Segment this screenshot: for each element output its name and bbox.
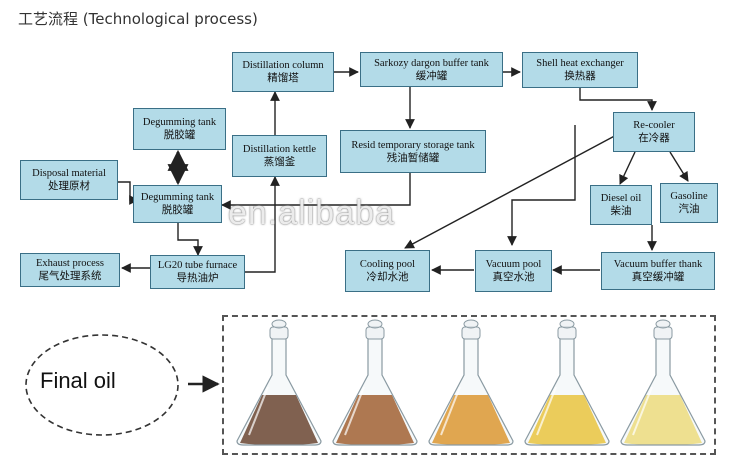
box-label-zh: 精馏塔	[267, 72, 299, 84]
final-oil-samples-box	[222, 315, 716, 455]
flask-4	[524, 319, 610, 446]
arrow-shell-to-recooler	[579, 88, 657, 111]
box-label-en: Diesel oil	[600, 193, 642, 204]
flask-1	[236, 319, 322, 446]
box-label-en: Gasoline	[670, 191, 708, 202]
box-distillation-column: Distillation column 精馏塔	[232, 52, 334, 92]
box-label-en: Degumming tank	[140, 192, 215, 203]
box-sarkozy-buffer-tank: Sarkozy dargon buffer tank 缓冲罐	[360, 52, 503, 87]
box-label-zh: 缓冲罐	[415, 69, 448, 82]
box-label-zh: 换热器	[564, 70, 596, 82]
box-gasoline: Gasoline 汽油	[660, 183, 718, 223]
box-label-en: Cooling pool	[359, 259, 416, 270]
box-vacuum-pool: Vacuum pool 真空水池	[475, 250, 552, 292]
box-label-en: Vacuum pool	[485, 259, 542, 270]
box-label-en: Sarkozy dargon buffer tank	[374, 57, 489, 69]
arrow-recooler-to-cooling	[404, 131, 623, 249]
box-label-zh: 冷却水池	[366, 271, 409, 283]
box-label-zh: 尾气处理系统	[38, 270, 102, 282]
arrow-degumming-to-lg20	[177, 223, 203, 256]
box-label-zh: 残油暂储罐	[386, 151, 440, 164]
box-label-en: Exhaust process	[36, 258, 104, 269]
box-label-en: Distillation kettle	[242, 144, 317, 155]
box-label-zh: 蒸馏釜	[263, 156, 296, 168]
box-exhaust-process: Exhaust process 尾气处理系统	[20, 253, 120, 287]
box-re-cooler: Re-cooler 在冷器	[613, 112, 695, 152]
arrow-recooler-to-diesel	[619, 151, 636, 185]
box-shell-heat-exchanger: Shell heat exchanger 换热器	[522, 52, 638, 88]
arrow-recooler-to-vacuum	[507, 125, 576, 246]
box-label-en: Resid temporary storage tank	[351, 139, 475, 151]
box-label-en: Re-cooler	[633, 120, 675, 131]
arrow-recooler-to-gasoline	[669, 151, 689, 182]
box-label-zh: 汽油	[678, 203, 700, 215]
box-label-zh: 脱胶罐	[163, 129, 196, 141]
box-degumming-tank-bottom: Degumming tank 脱胶罐	[133, 185, 222, 223]
box-degumming-tank-top: Degumming tank 脱胶罐	[133, 108, 226, 150]
arrow-resid-to-degumming	[221, 173, 411, 210]
box-cooling-pool: Cooling pool 冷却水池	[345, 250, 430, 292]
box-label-en: LG20 tube furnace	[157, 260, 238, 271]
box-vacuum-buffer-tank: Vacuum buffer thank 真空缓冲罐	[601, 252, 715, 290]
box-disposal-material: Disposal material 处理原材	[20, 160, 118, 200]
page-title: 工艺流程 (Technological process)	[18, 10, 258, 28]
box-label-en: Disposal material	[32, 168, 106, 179]
box-label-zh: 处理原材	[48, 180, 90, 192]
watermark: en.alibaba	[228, 194, 395, 232]
box-distillation-kettle: Distillation kettle 蒸馏釜	[232, 135, 327, 177]
box-label-zh: 在冷器	[638, 132, 670, 144]
box-label-zh: 真空缓冲罐	[631, 271, 685, 283]
flask-row	[236, 319, 706, 446]
box-label-en: Degumming tank	[142, 117, 217, 128]
box-label-en: Vacuum buffer thank	[613, 259, 703, 270]
box-label-zh: 导热油炉	[176, 272, 219, 284]
box-label-zh: 柴油	[610, 205, 632, 217]
final-oil-label: Final oil	[40, 368, 116, 393]
flask-2	[332, 319, 418, 446]
final-oil-ellipse	[25, 334, 179, 436]
box-label-zh: 真空水池	[492, 271, 535, 283]
box-label-en: Shell heat exchanger	[536, 58, 624, 69]
flask-3	[428, 319, 514, 446]
arrow-lg20-to-kettle	[245, 176, 280, 273]
box-resid-storage-tank: Resid temporary storage tank 残油暂储罐	[340, 130, 486, 173]
flask-5	[620, 319, 706, 446]
box-label-en: Distillation column	[242, 60, 324, 71]
box-diesel-oil: Diesel oil 柴油	[590, 185, 652, 225]
box-lg20-tube-furnace: LG20 tube furnace 导热油炉	[150, 255, 245, 289]
box-label-zh: 脱胶罐	[161, 204, 194, 216]
